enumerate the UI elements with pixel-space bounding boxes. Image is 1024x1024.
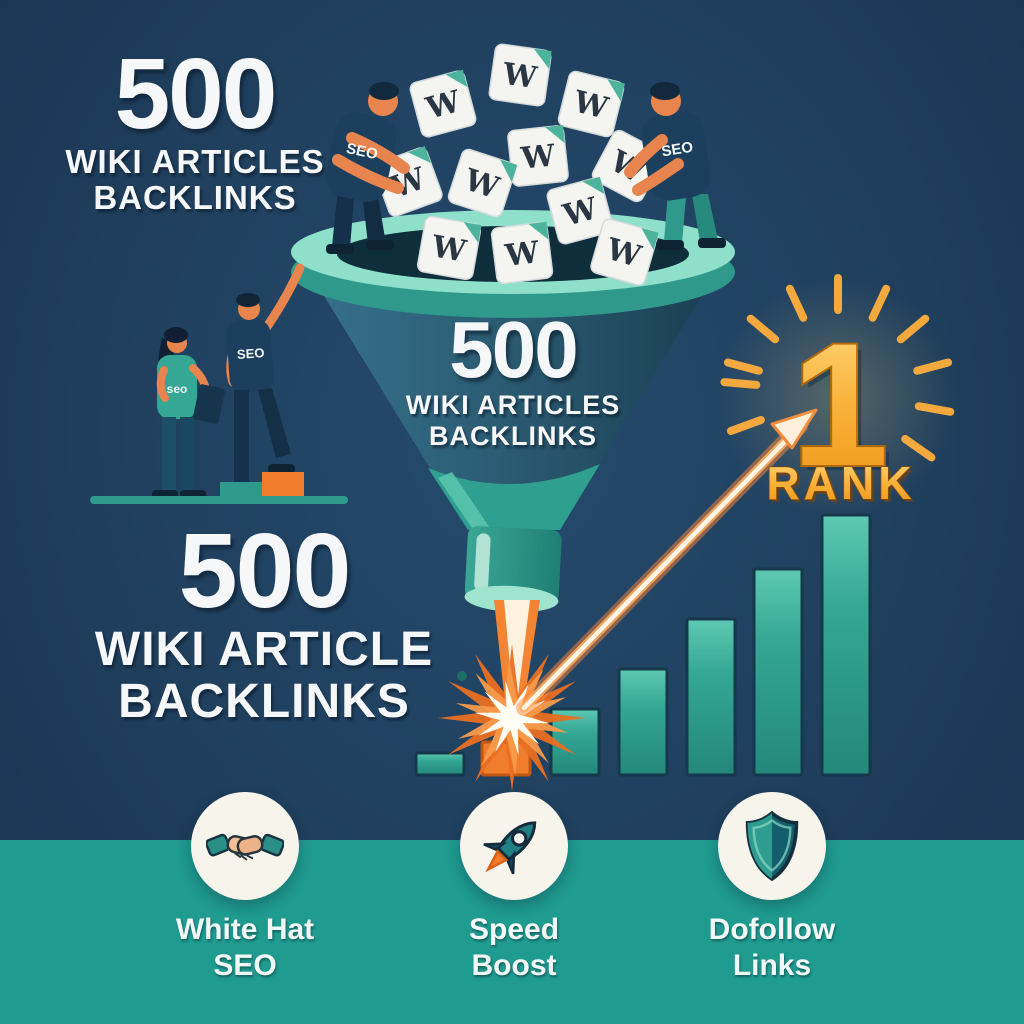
growth-bar bbox=[752, 567, 804, 777]
rank-ray bbox=[746, 314, 780, 344]
headline-top: 500 WIKI ARTICLES BACKLINKS bbox=[55, 44, 335, 217]
wiki-paper: W bbox=[557, 70, 625, 138]
wiki-paper: W bbox=[447, 148, 518, 218]
paper-fold-corner bbox=[407, 146, 431, 164]
man-shirt-label: SEO bbox=[236, 345, 264, 362]
headline-top-line1: WIKI ARTICLES bbox=[65, 143, 325, 180]
ground-line bbox=[90, 496, 348, 504]
wiki-paper: W bbox=[546, 176, 614, 245]
shield-icon bbox=[745, 810, 799, 882]
feature-label-line1: Dofollow bbox=[708, 913, 836, 946]
feature-label-line2: Boost bbox=[471, 949, 557, 982]
feature-circle bbox=[718, 792, 826, 900]
rank-label-shadow: RANK bbox=[770, 460, 919, 512]
feature-dofollow-links: Dofollow Links bbox=[662, 792, 882, 984]
wikipedia-w-letter: W bbox=[519, 138, 558, 177]
rank-badge: 1 1 RANK RANK bbox=[766, 306, 919, 512]
paper-fold-corner bbox=[445, 69, 468, 88]
analyst-woman: seo bbox=[152, 327, 225, 499]
worker-left-shirt-label: SEO bbox=[345, 140, 380, 163]
funnel-nozzle bbox=[464, 526, 562, 613]
paper-fold-corner bbox=[533, 48, 552, 69]
climber-man: SEO bbox=[220, 263, 305, 498]
wiki-paper: W bbox=[590, 218, 659, 286]
growth-bar bbox=[820, 513, 872, 777]
paper-fold-corner bbox=[607, 79, 625, 102]
paper-fold-corner bbox=[528, 221, 549, 240]
wiki-paper: W bbox=[409, 69, 477, 138]
wiki-paper: W bbox=[507, 125, 569, 187]
growth-bar bbox=[414, 751, 466, 777]
funnel-label-line1: WIKI ARTICLES bbox=[405, 390, 621, 420]
rank-ray bbox=[726, 416, 765, 435]
funnel-cone bbox=[318, 286, 708, 530]
headline-top-line2: BACKLINKS bbox=[93, 179, 297, 217]
feature-speed-boost: Speed Boost bbox=[404, 792, 624, 984]
feature-label-line2: SEO bbox=[213, 949, 277, 982]
woman-shirt-label: seo bbox=[167, 382, 188, 396]
rank-ray bbox=[720, 378, 761, 389]
rank-ray bbox=[723, 358, 763, 375]
feature-label-line1: Speed bbox=[468, 913, 560, 946]
growth-bar bbox=[617, 667, 669, 777]
funnel-label-line2: BACKLINKS bbox=[429, 421, 597, 452]
handshake-icon bbox=[206, 833, 284, 861]
flame-beam bbox=[494, 600, 540, 722]
worker-left: SEO bbox=[325, 82, 410, 254]
funnel-label-number: 500 bbox=[449, 305, 578, 394]
worker-right-shirt-label: SEO bbox=[660, 139, 694, 161]
step-box-teal bbox=[220, 482, 264, 498]
headline-bottom-number: 500 bbox=[178, 512, 352, 630]
feature-label-line1: White Hat bbox=[175, 913, 315, 946]
splash-speck bbox=[457, 671, 467, 681]
rocket-icon bbox=[483, 821, 537, 875]
headline-bottom-line1: WIKI ARTICLE bbox=[94, 622, 434, 676]
funnel-cone-highlight bbox=[438, 472, 490, 528]
wikipedia-w-letter: W bbox=[428, 229, 470, 270]
headline-bottom-line2: BACKLINKS bbox=[118, 674, 410, 728]
feature-circle bbox=[460, 792, 568, 900]
paper-fold-corner bbox=[582, 176, 605, 195]
feature-white-hat-seo: White Hat SEO bbox=[135, 792, 355, 984]
rank-label: RANK bbox=[767, 457, 916, 509]
paper-fold-corner bbox=[545, 125, 565, 144]
headline-top-number: 500 bbox=[114, 38, 278, 150]
feature-circle bbox=[191, 792, 299, 900]
growth-bar bbox=[685, 617, 737, 777]
paper-fold-corner bbox=[500, 159, 518, 183]
tablet bbox=[193, 384, 225, 424]
wikipedia-w-letter: W bbox=[502, 235, 542, 274]
rank-ray bbox=[785, 284, 808, 322]
rank-ray bbox=[901, 435, 936, 462]
wiki-paper: W bbox=[416, 215, 482, 281]
feature-label: Dofollow Links bbox=[662, 912, 882, 984]
rank-number: 1 bbox=[791, 308, 888, 503]
funnel-label: 500 WIKI ARTICLES BACKLINKS bbox=[380, 310, 646, 452]
rank-ray bbox=[913, 358, 953, 375]
headline-bottom: 500 WIKI ARTICLE BACKLINKS bbox=[80, 512, 448, 728]
spark-star-layer bbox=[474, 680, 550, 756]
wiki-paper: W bbox=[488, 43, 552, 107]
wikipedia-w-letter: W bbox=[500, 57, 541, 97]
wiki-paper: W bbox=[490, 221, 554, 285]
feature-label: White Hat SEO bbox=[135, 912, 355, 984]
step-box-orange bbox=[262, 472, 304, 498]
worker-right: SEO bbox=[624, 82, 726, 250]
feature-label-line2: Links bbox=[732, 949, 812, 982]
growth-bars bbox=[414, 513, 872, 777]
paper-fold-corner bbox=[463, 222, 482, 244]
rank-glow-rays bbox=[720, 274, 955, 462]
paper-fold-corner bbox=[641, 227, 659, 251]
rank-ray bbox=[914, 402, 955, 416]
feature-label: Speed Boost bbox=[404, 912, 624, 984]
rank-ray bbox=[868, 284, 891, 322]
rank-number-shadow: 1 bbox=[796, 313, 893, 508]
rank-ray bbox=[896, 314, 930, 344]
spark-burst bbox=[438, 644, 586, 792]
